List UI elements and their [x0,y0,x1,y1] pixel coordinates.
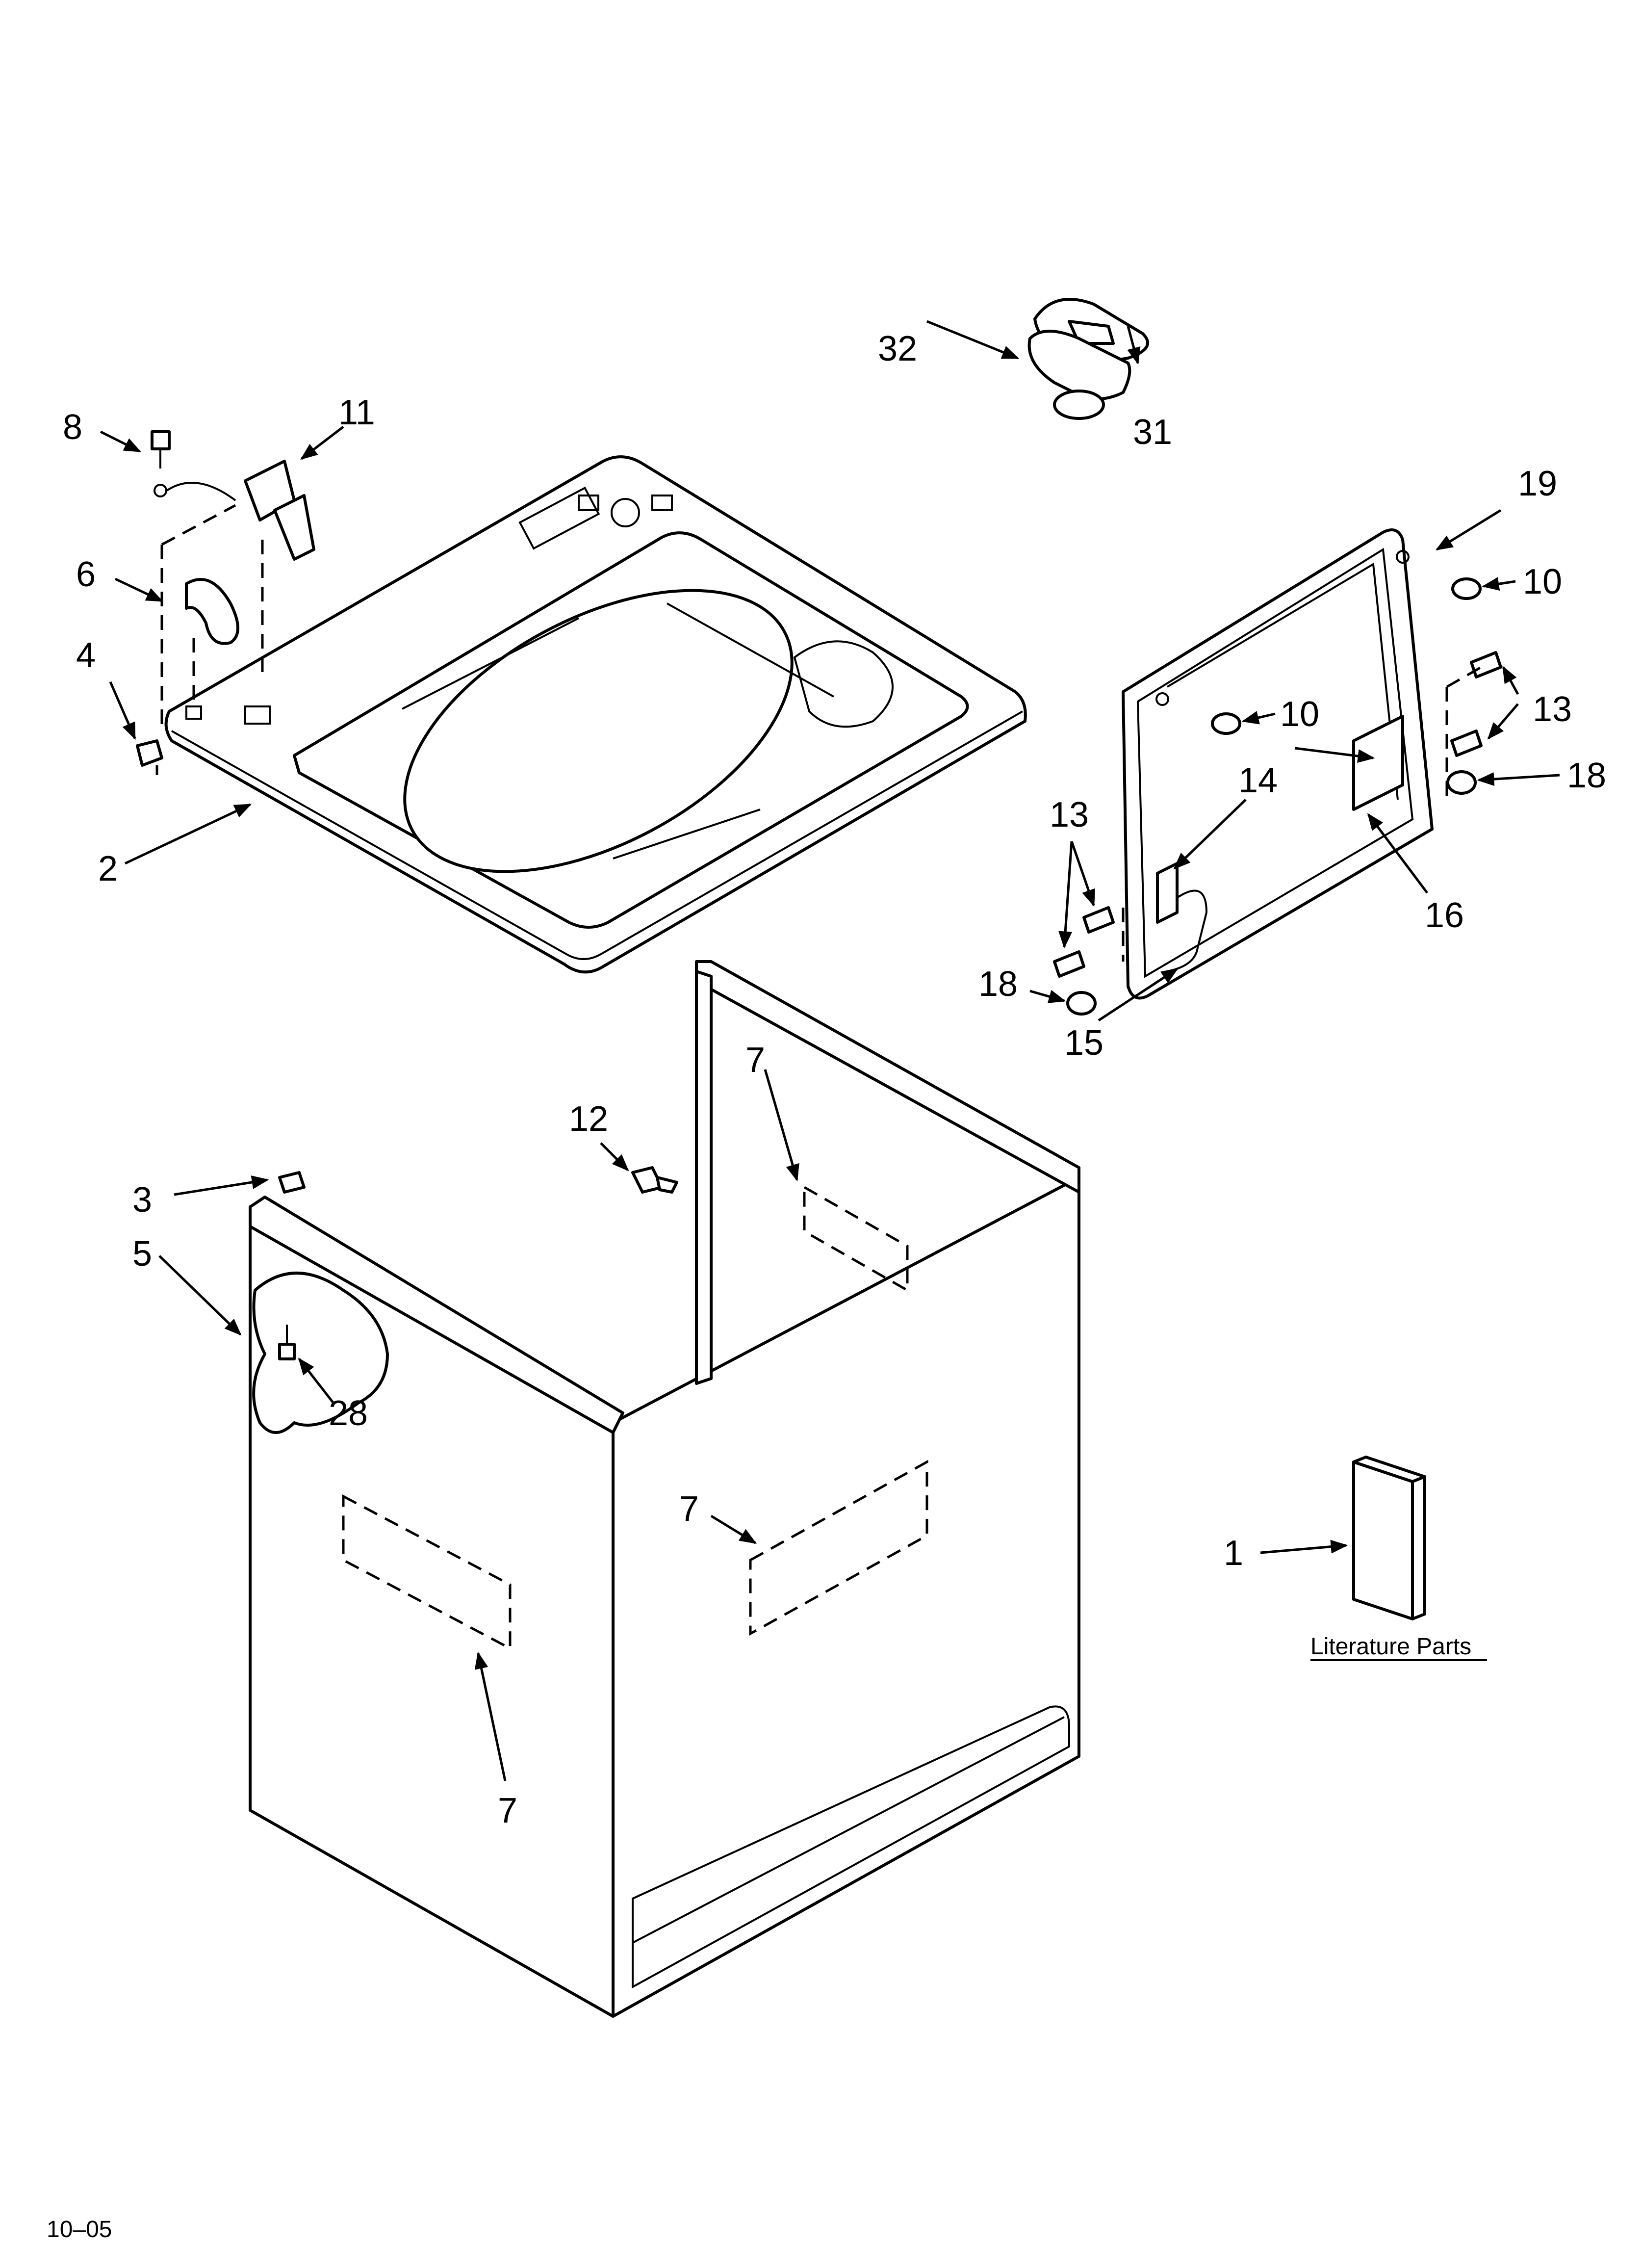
leader-lines [100,320,1560,1781]
callout-5: 5 [132,1234,152,1274]
callout-7-right: 7 [679,1489,699,1529]
callout-7-back: 7 [745,1041,765,1080]
callout-10-top: 10 [1523,562,1562,601]
cabinet-top [164,455,1027,974]
callout-12: 12 [569,1099,608,1139]
callout-7-front: 7 [498,1791,517,1830]
callout-18-left: 18 [978,965,1018,1004]
callout-10-mid: 10 [1280,695,1319,734]
lid [1122,528,1434,1000]
callout-8: 8 [63,408,82,447]
callout-labels: 32 31 8 11 19 10 6 4 10 13 18 14 13 2 16… [63,329,1606,1830]
callout-13-left: 13 [1050,795,1089,834]
hardware [136,430,1502,1620]
footer-code: 10–05 [47,2216,112,2242]
callout-13-right: 13 [1533,690,1572,729]
callout-14: 14 [1238,761,1278,800]
callout-28: 28 [329,1394,368,1433]
callout-31: 31 [1133,413,1172,452]
cabinet-body [249,960,1080,2018]
callout-2: 2 [98,849,118,888]
literature-parts-caption: Literature Parts [1310,1634,1471,1660]
callout-16: 16 [1425,896,1464,935]
callout-3: 3 [132,1180,152,1220]
callout-15: 15 [1064,1023,1103,1063]
callout-19: 19 [1518,464,1557,503]
label-areas [155,504,1482,1651]
callout-32: 32 [878,329,917,368]
callout-11: 11 [338,393,375,432]
callout-4: 4 [76,636,96,675]
dispenser-parts [1027,298,1149,420]
callout-18-right: 18 [1567,756,1606,795]
callout-1: 1 [1224,1534,1243,1573]
callout-6: 6 [76,555,96,594]
